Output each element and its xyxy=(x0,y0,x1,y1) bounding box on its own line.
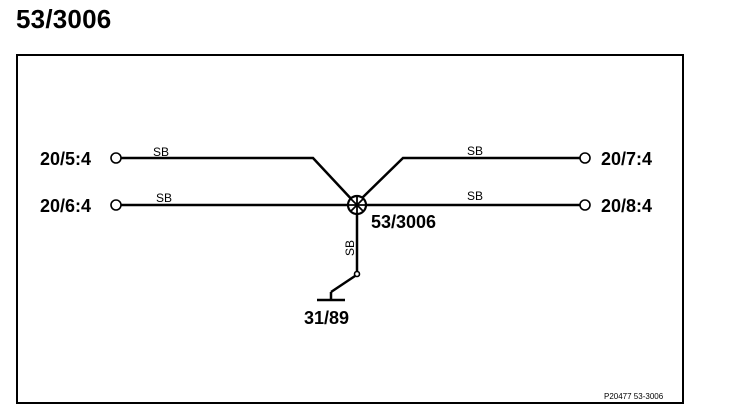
ground-label: 31/89 xyxy=(304,308,349,328)
wire-right-top xyxy=(358,156,580,202)
ground-contact-terminal xyxy=(353,270,361,278)
terminal-left-bottom xyxy=(110,199,122,211)
terminal-right-top xyxy=(579,152,591,164)
connector-label-left-top: 20/5:4 xyxy=(40,149,91,169)
wire-left-top xyxy=(121,156,356,204)
ground-switch-arm xyxy=(330,274,356,294)
wire-color-right-bottom: SB xyxy=(467,189,483,203)
connector-label-right-top: 20/7:4 xyxy=(601,149,652,169)
connector-label-right-bottom: 20/8:4 xyxy=(601,196,652,216)
splice-label: 53/3006 xyxy=(371,212,436,232)
connector-label-left-bottom: 20/6:4 xyxy=(40,196,91,216)
page-title: 53/3006 xyxy=(16,4,112,34)
terminal-left-top xyxy=(110,152,122,164)
wire-color-down: SB xyxy=(343,240,357,256)
wire-color-right-top: SB xyxy=(467,144,483,158)
diagram-frame xyxy=(16,54,684,404)
terminal-right-bottom xyxy=(579,199,591,211)
wire-color-left-top: SB xyxy=(153,145,169,159)
splice-symbol xyxy=(346,194,368,216)
reference-code: P20477 53-3006 xyxy=(604,392,664,401)
wire-color-left-bottom: SB xyxy=(156,191,172,205)
